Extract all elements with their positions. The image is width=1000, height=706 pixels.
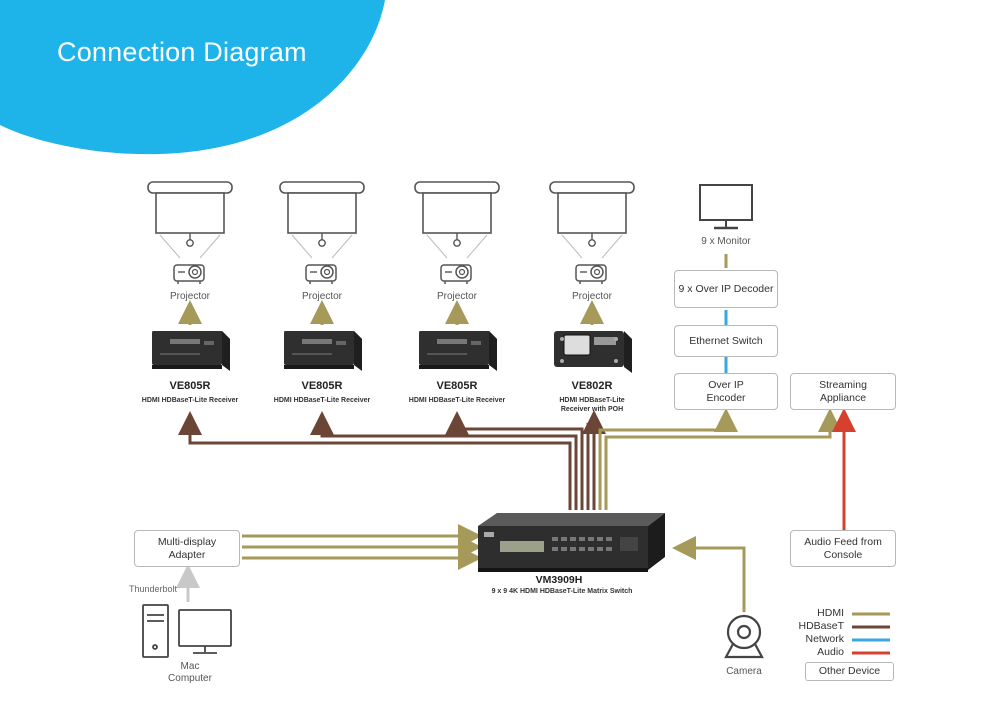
hdbaset-cables (178, 410, 606, 510)
hdmi-switch-outputs (598, 408, 842, 510)
projector-label: Projector (571, 291, 613, 302)
projector-icon (440, 264, 472, 285)
switch-model: VM3909H (535, 574, 583, 586)
camera-icon (724, 614, 764, 659)
receiver-model: VE805R (169, 380, 211, 392)
over-ip-decoder-box: 9 x Over IP Decoder (674, 270, 778, 308)
projection-screen-icon (279, 181, 365, 247)
receiver-desc: HDMI HDBaseT-Lite Receiver (273, 397, 371, 404)
legend-network: Network (805, 633, 844, 645)
legend-other-device: Other Device (805, 662, 894, 681)
hdmi-adapter-to-switch (242, 524, 482, 570)
matrix-switch-icon (478, 513, 665, 572)
receiver-desc: HDMI HDBaseT-Lite Receiver with POH (559, 397, 625, 413)
receiver-model: VE802R (571, 380, 613, 392)
hdmi-receiver-to-projector (178, 300, 604, 325)
projector-label: Projector (301, 291, 343, 302)
ve805r-receiver-icon (152, 331, 230, 371)
ve805r-receiver-icon (284, 331, 362, 371)
audio-feed-box: Audio Feed from Console (790, 530, 896, 567)
page-title: Connection Diagram (57, 37, 307, 67)
ethernet-switch-box: Ethernet Switch (674, 325, 778, 357)
projection-screen-icon (549, 181, 635, 247)
projector-label: Projector (169, 291, 211, 302)
mac-computer-icon (142, 604, 232, 658)
camera-label: Camera (726, 666, 762, 677)
thunderbolt-label: Thunderbolt (128, 584, 178, 594)
multi-display-adapter-box: Multi-display Adapter (134, 530, 240, 567)
mac-computer-label: Mac Computer (168, 661, 212, 684)
streaming-appliance-box: Streaming Appliance (790, 373, 896, 410)
legend-audio: Audio (817, 646, 844, 658)
hdmi-camera-to-switch (672, 536, 746, 612)
switch-desc: 9 x 9 4K HDMI HDBaseT-Lite Matrix Switch (491, 588, 633, 595)
receiver-desc: HDMI HDBaseT-Lite Receiver (141, 397, 239, 404)
projector-icon (305, 264, 337, 285)
ve802r-receiver-icon (553, 330, 633, 374)
ve805r-receiver-icon (419, 331, 497, 371)
projection-screen-icon (147, 181, 233, 247)
receiver-desc: HDMI HDBaseT-Lite Receiver (408, 397, 506, 404)
projector-label: Projector (436, 291, 478, 302)
projector-icon (575, 264, 607, 285)
legend-hdbaset: HDBaseT (798, 620, 844, 632)
over-ip-encoder-box: Over IP Encoder (674, 373, 778, 410)
legend-swatches (852, 612, 890, 655)
projector-icon (173, 264, 205, 285)
monitor-icon (699, 184, 753, 230)
receiver-model: VE805R (301, 380, 343, 392)
receiver-model: VE805R (436, 380, 478, 392)
legend-hdmi: HDMI (817, 607, 844, 619)
projection-beams (159, 234, 623, 259)
monitor-label: 9 x Monitor (701, 236, 751, 247)
projection-screen-icon (414, 181, 500, 247)
